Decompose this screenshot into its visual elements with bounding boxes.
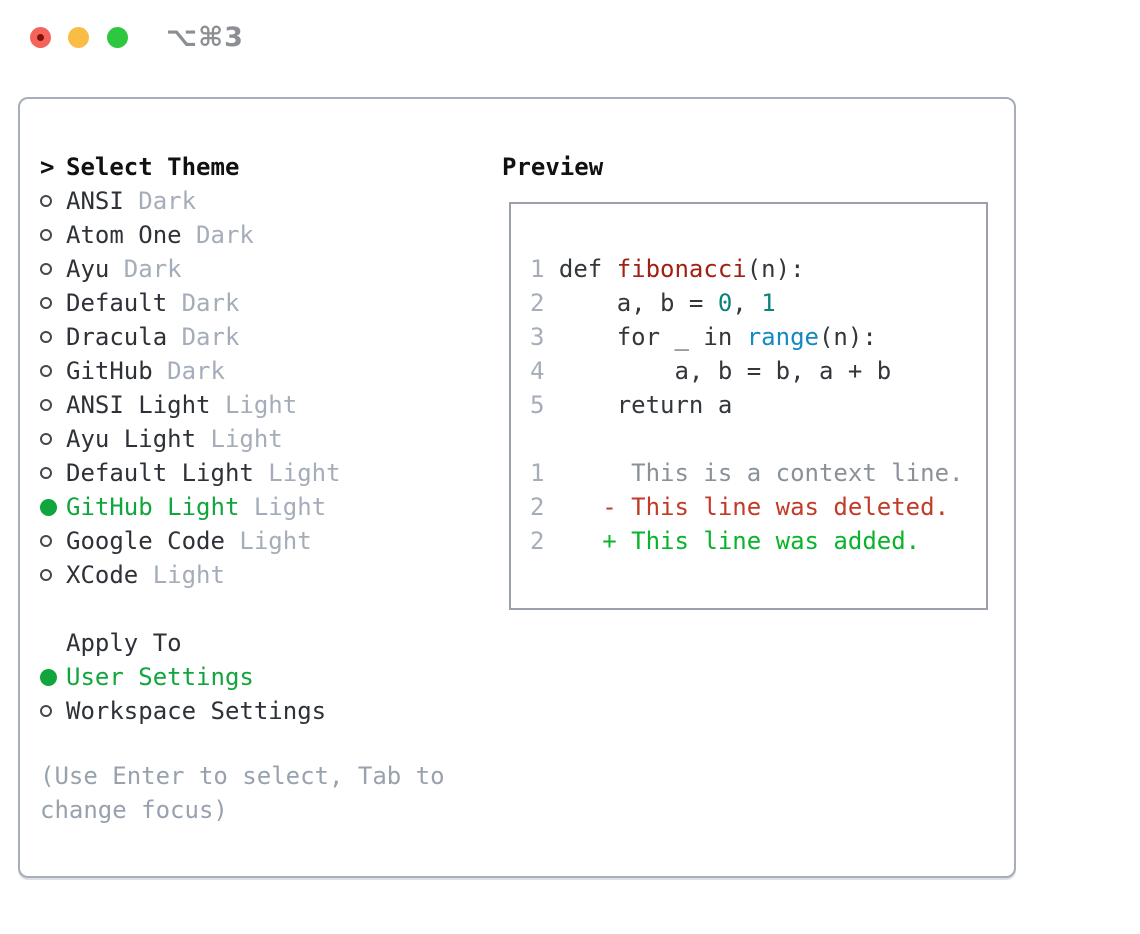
- option-label: User Settings: [66, 663, 254, 691]
- line-number: 2: [530, 527, 545, 555]
- radio-icon: [40, 365, 66, 377]
- radio-icon: [40, 297, 66, 309]
- theme-option[interactable]: Ayu Dark: [40, 252, 341, 286]
- help-text: (Use Enter to select, Tab to change focu…: [40, 762, 445, 824]
- code-line: 1 This is a context line.: [530, 456, 978, 490]
- option-label: Workspace Settings: [66, 697, 327, 725]
- theme-option[interactable]: XCode Light: [40, 558, 341, 592]
- code-line: [530, 422, 978, 456]
- theme-option[interactable]: ANSI Dark: [40, 184, 341, 218]
- titlebar: ⌥⌘3: [0, 0, 1140, 74]
- theme-list-header: > Select Theme: [40, 150, 341, 184]
- code-token-plain: a, b = b, a + b: [558, 357, 892, 385]
- option-label: Default Light Light: [66, 459, 341, 487]
- option-label: Dracula Dark: [66, 323, 240, 351]
- code-token-context: This is a context line.: [558, 459, 964, 487]
- zoom-button[interactable]: [107, 27, 128, 48]
- radio-icon: [40, 535, 66, 547]
- radio-icon: [40, 263, 66, 275]
- code-token-plain: return a: [558, 391, 733, 419]
- radio-icon: [40, 569, 66, 581]
- option-label: Default Dark: [66, 289, 240, 317]
- window-shortcut-label: ⌥⌘3: [166, 22, 244, 53]
- preview-title: Preview: [502, 153, 604, 181]
- radio-icon: [40, 229, 66, 241]
- radio-icon: [40, 399, 66, 411]
- code-token-added: + This line was added.: [558, 527, 921, 555]
- radio-selected-icon: [40, 668, 66, 686]
- code-token-num: 0: [717, 289, 733, 317]
- code-line: 2 a, b = 0, 1: [530, 286, 978, 320]
- code-line: 1 def fibonacci(n):: [530, 252, 978, 286]
- line-number: 5: [530, 391, 545, 419]
- theme-option[interactable]: Dracula Dark: [40, 320, 341, 354]
- option-label: Ayu Dark: [66, 255, 182, 283]
- option-label: Ayu Light Light: [66, 425, 283, 453]
- code-token-plain: (n):: [818, 323, 877, 351]
- theme-option[interactable]: ANSI Light Light: [40, 388, 341, 422]
- theme-option[interactable]: Atom One Dark: [40, 218, 341, 252]
- code-line: 4 a, b = b, a + b: [530, 354, 978, 388]
- apply-to-title: Apply To: [66, 629, 182, 657]
- code-token-builtin: range: [746, 323, 819, 351]
- theme-option[interactable]: Default Dark: [40, 286, 341, 320]
- code-token-num: 1: [761, 289, 776, 317]
- radio-icon: [40, 467, 66, 479]
- radio-selected-icon: [40, 498, 66, 516]
- apply-option[interactable]: User Settings: [40, 660, 326, 694]
- option-label: ANSI Light Light: [66, 391, 298, 419]
- line-number: 2: [530, 289, 545, 317]
- option-label: Atom One Dark: [66, 221, 254, 249]
- option-label: ANSI Dark: [66, 187, 197, 215]
- apply-to-header: Apply To: [40, 626, 326, 660]
- code-token-plain: def: [558, 255, 617, 283]
- code-line: 2 + This line was added.: [530, 524, 978, 558]
- line-number: 2: [530, 493, 545, 521]
- code-token-func: fibonacci: [616, 255, 747, 283]
- line-number: 4: [530, 357, 545, 385]
- code-token-plain: (n):: [746, 255, 805, 283]
- theme-option[interactable]: GitHub Light Light: [40, 490, 341, 524]
- radio-icon: [40, 195, 66, 207]
- code-token-plain: a, b =: [558, 289, 718, 317]
- close-button[interactable]: [30, 27, 51, 48]
- cursor-icon: >: [40, 153, 55, 181]
- line-number: 1: [530, 459, 545, 487]
- option-label: GitHub Light Light: [66, 493, 327, 521]
- radio-icon: [40, 433, 66, 445]
- theme-list-title: Select Theme: [66, 153, 240, 181]
- option-label: Google Code Light: [66, 527, 312, 555]
- theme-option[interactable]: Ayu Light Light: [40, 422, 341, 456]
- code-line: 3 for _ in range(n):: [530, 320, 978, 354]
- line-number: 1: [530, 255, 545, 283]
- line-number: 3: [530, 323, 545, 351]
- minimize-button[interactable]: [68, 27, 89, 48]
- theme-option[interactable]: Google Code Light: [40, 524, 341, 558]
- code-line: 2 - This line was deleted.: [530, 490, 978, 524]
- record-dot-icon: [37, 34, 44, 41]
- code-token-deleted: - This line was deleted.: [558, 493, 950, 521]
- theme-option[interactable]: GitHub Dark: [40, 354, 341, 388]
- code-token-plain: for _ in: [558, 323, 747, 351]
- radio-icon: [40, 705, 66, 717]
- code-line: 5 return a: [530, 388, 978, 422]
- apply-option[interactable]: Workspace Settings: [40, 694, 326, 728]
- radio-icon: [40, 331, 66, 343]
- option-label: XCode Light: [66, 561, 225, 589]
- option-label: GitHub Dark: [66, 357, 225, 385]
- code-token-plain: ,: [732, 289, 762, 317]
- theme-option[interactable]: Default Light Light: [40, 456, 341, 490]
